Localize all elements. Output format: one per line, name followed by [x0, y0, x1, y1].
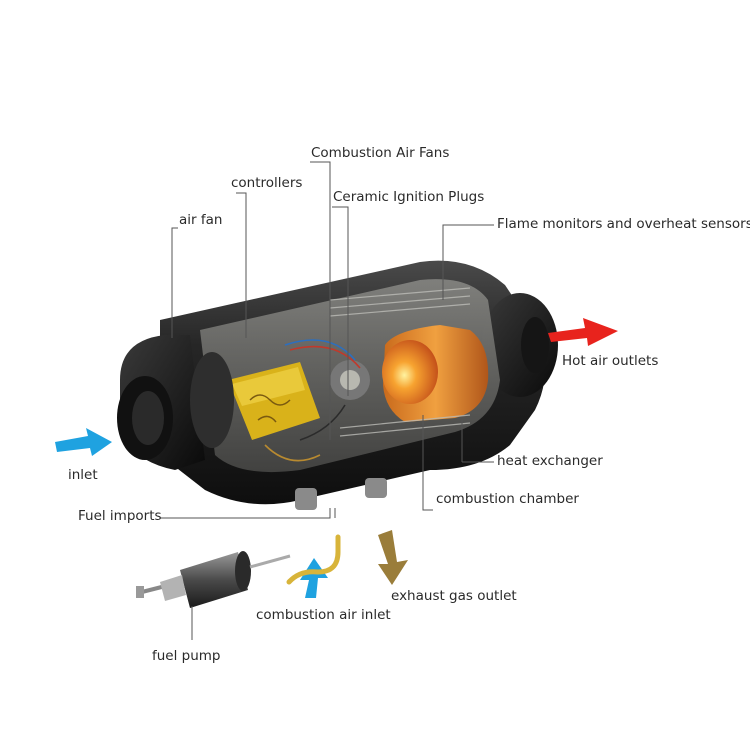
- exhaust-arrow-icon: [378, 530, 408, 585]
- combustion-air-inlet-arrow-icon: [300, 558, 328, 598]
- fuel-pump-image: [136, 551, 291, 608]
- hot-air-arrow-icon: [548, 318, 618, 346]
- label-fuel-imports: Fuel imports: [78, 508, 162, 524]
- inlet-tube: [286, 534, 341, 585]
- label-inlet: inlet: [68, 467, 98, 483]
- label-combustion-air-fans: Combustion Air Fans: [311, 145, 450, 161]
- label-fuel-pump: fuel pump: [152, 648, 221, 664]
- label-air-fan: air fan: [179, 212, 223, 228]
- label-controllers: controllers: [231, 175, 303, 191]
- heater-body: [117, 260, 558, 510]
- label-combustion-chamber: combustion chamber: [436, 491, 579, 507]
- label-ceramic-ignition-plugs: Ceramic Ignition Plugs: [333, 189, 485, 205]
- label-exhaust-gas-outlet: exhaust gas outlet: [391, 588, 517, 604]
- leader-lines: [160, 161, 494, 640]
- label-combustion-air-inlet: combustion air inlet: [256, 607, 391, 623]
- label-hot-air-outlets: Hot air outlets: [562, 353, 659, 369]
- label-heat-exchanger: heat exchanger: [497, 453, 603, 469]
- inlet-arrow-icon: [55, 428, 112, 456]
- label-flame-monitors: Flame monitors and overheat sensors: [497, 216, 750, 232]
